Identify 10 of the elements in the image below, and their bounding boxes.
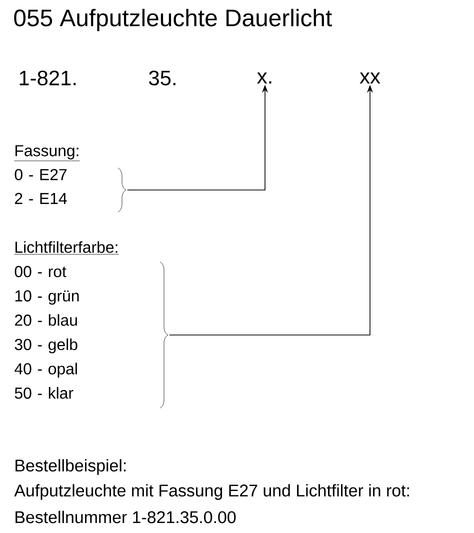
title: 055 Aufputzleuchte Dauerlicht — [14, 8, 332, 32]
code-part: x. — [257, 72, 272, 84]
option-list: Lichtfilterfarbe: 00 - rot 10 - grün 20 - blau 30 - gelb 40 - opal 50 - klar — [14, 241, 119, 399]
note-text: Bestellnummer 1-821.35.0.00 — [16, 510, 236, 524]
code-part: 35. — [149, 70, 176, 86]
option-list: Fassung: 0 - E27 2 - E14 — [14, 145, 80, 204]
code-part: xx — [360, 72, 380, 84]
note-text: Bestellbeispiel: — [16, 459, 126, 475]
note-text: Aufputzleuchte mit Fassung E27 und Lichtfilter in rot: — [14, 484, 409, 500]
code-part: 1-821. — [20, 70, 76, 86]
